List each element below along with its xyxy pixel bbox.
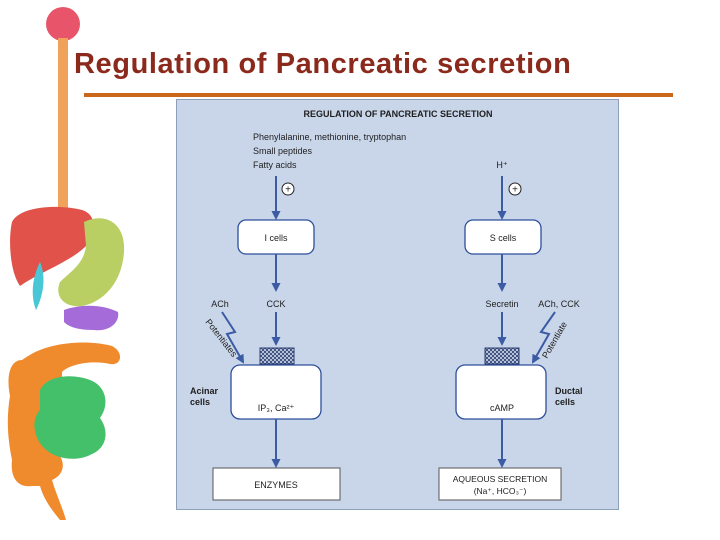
acinar-label-line2: cells	[190, 397, 210, 407]
cck-label: CCK	[266, 299, 285, 309]
plus-sign-left: +	[285, 185, 291, 196]
camp-label: cAMP	[490, 403, 514, 413]
ip3-ca-label: IP₃, Ca²⁺	[258, 403, 295, 413]
secretin-receptor	[484, 347, 520, 365]
ach-left-label: ACh	[211, 299, 229, 309]
aqueous-label-line1: AQUEOUS SECRETION	[453, 474, 547, 484]
digestive-system-illustration	[7, 7, 125, 520]
aqueous-label-line2: (Na⁺, HCO₃⁻)	[474, 486, 527, 496]
potentiates-label: Potentiates	[203, 317, 239, 359]
potentiation-bolt-right	[532, 311, 556, 364]
s-cells-label: S cells	[490, 233, 517, 243]
potentiation-bolt-left	[221, 311, 244, 364]
esophagus-icon	[58, 38, 68, 248]
liver-icon	[10, 206, 94, 286]
plus-sign-right: +	[512, 185, 518, 196]
diagram-heading: REGULATION OF PANCREATIC SECRETION	[304, 109, 493, 119]
title-underline	[84, 93, 673, 97]
gallbladder-icon	[32, 262, 44, 310]
diagram-panel: REGULATION OF PANCREATIC SECRETION Pheny…	[176, 99, 619, 510]
large-intestine-icon	[7, 342, 121, 520]
stimulus-fatty-acids: Fatty acids	[253, 160, 297, 170]
cck-receptor	[259, 347, 295, 365]
small-intestine-icon	[34, 376, 106, 459]
stimulation-plus-icon: +	[508, 182, 522, 196]
pancreatic-regulation-diagram: REGULATION OF PANCREATIC SECRETION Pheny…	[190, 109, 583, 501]
ductal-label-line1: Ductal	[555, 386, 583, 396]
secretin-label: Secretin	[485, 299, 518, 309]
stimulus-h-plus: H⁺	[496, 160, 507, 170]
pancreas-icon	[64, 305, 119, 331]
i-cells-label: I cells	[264, 233, 288, 243]
aqueous-secretion-box	[438, 467, 562, 501]
stomach-icon	[58, 218, 125, 307]
ach-cck-right-label: ACh, CCK	[538, 299, 580, 309]
slide-title: Regulation of Pancreatic secretion	[74, 48, 572, 80]
stimulus-amino-acids: Phenylalanine, methionine, tryptophan	[253, 132, 406, 142]
stimulation-plus-icon: +	[281, 182, 295, 196]
mouth-icon	[46, 7, 80, 41]
enzymes-label: ENZYMES	[254, 480, 298, 490]
ductal-label-line2: cells	[555, 397, 575, 407]
stimulus-small-peptides: Small peptides	[253, 146, 313, 156]
acinar-label-line1: Acinar	[190, 386, 219, 396]
enzymes-box	[212, 467, 341, 501]
